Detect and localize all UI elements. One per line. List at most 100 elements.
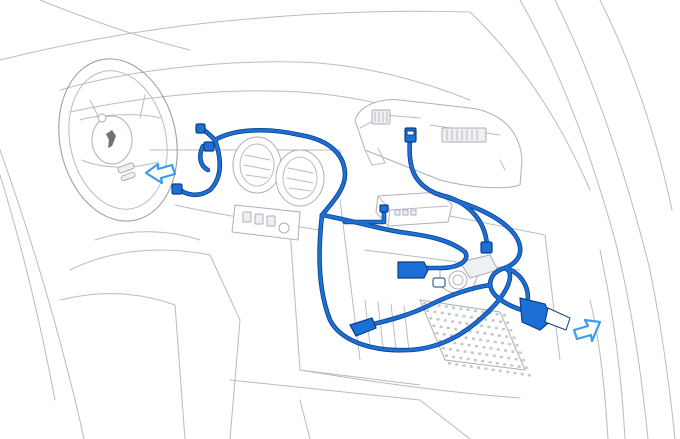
perforation-hole: [450, 334, 453, 337]
perforation-hole: [501, 341, 504, 345]
perforation-hole: [509, 329, 513, 332]
perforation-hole: [492, 354, 496, 358]
perforation-hole: [459, 356, 463, 360]
perforation-hole: [466, 308, 470, 311]
switch-panel: [231, 204, 301, 241]
perforation-hole: [473, 309, 477, 313]
perforation-hole: [449, 348, 452, 351]
perforation-hole: [444, 354, 448, 357]
perforation-hole: [508, 342, 512, 346]
perforation-hole: [496, 348, 500, 351]
perforation-hole: [483, 332, 487, 335]
perforation-hole: [510, 364, 514, 367]
perforation-hole: [442, 333, 446, 336]
perforation-hole: [447, 312, 451, 316]
perforation-hole: [478, 352, 482, 355]
perforation-hole: [506, 321, 510, 324]
perforation-hole: [467, 343, 471, 347]
perforation-hole: [499, 355, 503, 359]
perforation-hole: [512, 336, 516, 339]
perforation-hole: [443, 319, 447, 322]
perforation-hole: [497, 334, 501, 337]
perforation-hole: [491, 368, 495, 371]
perforation-hole: [471, 337, 475, 340]
perforation-hole: [498, 369, 502, 373]
perforation-hole: [453, 341, 457, 345]
perforation-hole: [494, 326, 498, 330]
ecu-box: [375, 191, 453, 227]
perforation-hole: [505, 335, 509, 338]
perforation-hole: [429, 317, 433, 320]
perforation-hole: [479, 338, 483, 341]
perforation-hole: [470, 351, 474, 354]
perforation-hole: [474, 358, 477, 362]
perforation-hole: [488, 361, 492, 364]
perforation-hole: [521, 359, 525, 362]
perforation-hole: [451, 320, 455, 323]
perforation-hole: [438, 339, 442, 342]
perforation-hole: [464, 336, 468, 339]
perforation-hole: [513, 371, 517, 375]
perforation-hole: [452, 355, 456, 359]
perforation-hole: [502, 327, 505, 331]
perforation-hole: [518, 351, 522, 354]
perforation-hole: [503, 314, 506, 317]
wiring-harness: [171, 123, 571, 353]
perforation-hole: [455, 363, 459, 366]
perforation-hole: [485, 353, 489, 356]
perforation-hole: [466, 357, 470, 361]
perforation-hole: [486, 339, 490, 343]
perforation-hole: [463, 350, 467, 353]
perforation-hole: [469, 316, 473, 319]
perforation-hole: [436, 318, 440, 321]
perforation-hole: [458, 321, 462, 324]
perforation-hole: [481, 310, 485, 314]
perforation-hole: [460, 342, 464, 346]
perforation-hole: [423, 302, 426, 305]
perforation-hole: [524, 366, 528, 369]
right-arrow-icon: [572, 318, 602, 343]
perforation-hole: [448, 362, 451, 365]
perforation-hole: [511, 350, 515, 353]
perforation-hole: [426, 309, 430, 312]
perforation-hole: [477, 366, 481, 369]
perforation-hole: [484, 318, 488, 321]
perforation-hole: [468, 330, 472, 333]
perforated-panel: [419, 299, 531, 377]
perforation-hole: [454, 327, 458, 331]
perforation-hole: [517, 365, 521, 368]
perforation-hole: [495, 312, 499, 316]
ferrari-emblem-icon: [106, 130, 116, 148]
perforation-hole: [504, 349, 508, 352]
perforation-hole: [503, 363, 507, 366]
perforation-hole: [489, 347, 493, 350]
perforation-hole: [495, 362, 499, 365]
perforation-hole: [462, 364, 466, 367]
perforation-hole: [481, 360, 485, 363]
console-module: [439, 254, 499, 294]
perforation-hole: [437, 304, 441, 307]
perforation-hole: [475, 345, 478, 348]
perforation-hole: [439, 325, 443, 329]
perforation-hole: [515, 344, 519, 347]
harness-connectors: [171, 123, 553, 337]
perforation-hole: [482, 346, 486, 349]
perforation-hole: [487, 325, 491, 329]
perforation-hole: [456, 349, 460, 352]
perforation-hole: [493, 340, 497, 344]
air-vents: [232, 136, 325, 207]
perforation-hole: [465, 322, 469, 325]
perforation-hole: [452, 306, 456, 309]
perforation-hole: [469, 365, 473, 368]
perforation-hole: [440, 311, 444, 315]
left-arrow-icon: [144, 162, 177, 185]
dashboard-module: [354, 99, 523, 189]
perforation-hole: [491, 319, 495, 322]
perforation-hole: [446, 326, 450, 330]
perforation-hole: [480, 324, 484, 328]
perforation-hole: [520, 372, 524, 376]
perforation-hole: [435, 332, 439, 335]
perforation-hole: [432, 324, 436, 327]
perforation-hole: [498, 320, 502, 323]
